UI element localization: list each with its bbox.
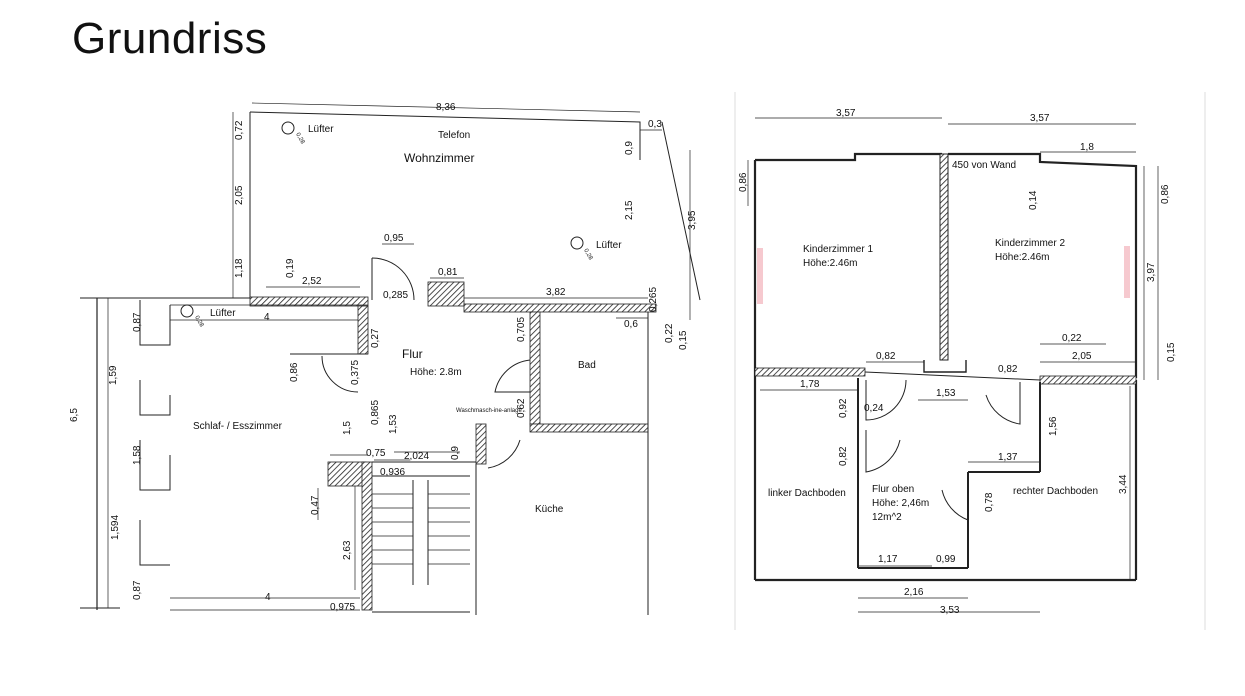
dim-label: 0,78 [984, 492, 995, 512]
dim-label: 3,57 [1030, 113, 1050, 124]
dim-label: 0,47 [310, 495, 321, 515]
wall-hatch [249, 296, 369, 307]
dim-label: 2,05 [234, 185, 245, 205]
dim-label: 0,705 [516, 317, 527, 342]
flur-oben-height: Höhe: 2,46m [872, 498, 929, 509]
dim-label: 4 [264, 312, 270, 323]
dim-label: 0,75 [366, 448, 386, 459]
chimney-hatch [427, 281, 465, 307]
dim-label: 2,16 [904, 587, 924, 598]
dim-label: 0,865 [370, 400, 381, 425]
dim-label: 1,18 [234, 258, 245, 278]
dim-label: 0,15 [678, 330, 689, 350]
dim-label: 1,58 [132, 445, 143, 465]
dim-label: 2,05 [1072, 351, 1092, 362]
dim-label: 1,594 [110, 515, 121, 540]
dim-label: 0,936 [380, 467, 405, 478]
dim-label: 0,87 [132, 312, 143, 332]
room-kinderzimmer-2: Kinderzimmer 2 [995, 238, 1065, 249]
dim-label: 1,17 [878, 554, 898, 565]
room-rechter-dachboden: rechter Dachboden [1013, 486, 1098, 497]
dim-label: 0,28 [193, 315, 204, 329]
dim-label: 0,6 [624, 319, 638, 330]
dim-label: 6,5 [69, 408, 80, 422]
dim-label: 1,5 [342, 421, 353, 435]
label-luefter-1: Lüfter [308, 124, 334, 135]
dim-label: 1,37 [998, 452, 1018, 463]
flur-oben-area: 12m^2 [872, 512, 902, 523]
dim-label: 0,82 [876, 351, 896, 362]
dim-label: 3,53 [940, 605, 960, 616]
dim-label: 0,24 [864, 403, 884, 414]
dim-label: 3,82 [546, 287, 566, 298]
dim-label: 1,53 [936, 388, 956, 399]
dim-label: 0,19 [285, 258, 296, 278]
dim-label: 3,57 [836, 108, 856, 119]
room-wohnzimmer: Wohnzimmer [404, 151, 474, 165]
room-schlaf-esszimmer: Schlaf- / Esszimmer [193, 421, 283, 432]
dim-label: 2,52 [302, 276, 322, 287]
dim-label: 0,9 [624, 141, 635, 155]
dim-label: 2,15 [624, 200, 635, 220]
left-floor-plan [80, 102, 701, 615]
dim-label: 0,14 [1028, 190, 1039, 210]
dim-label: 0,86 [289, 362, 300, 382]
room-kinderzimmer-1: Kinderzimmer 1 [803, 244, 873, 255]
flur-height: Höhe: 2.8m [410, 367, 462, 378]
dim-label: 3,95 [687, 210, 698, 230]
dim-label: 1,56 [1048, 416, 1059, 436]
room-kueche: Küche [535, 504, 564, 515]
kinderzimmer-1-height: Höhe:2.46m [803, 258, 857, 269]
right-plan-text: Kinderzimmer 1 Höhe:2.46m Kinderzimmer 2… [738, 108, 1177, 616]
dim-top-width: 8,36 [436, 102, 456, 113]
dim-label: 0,285 [383, 290, 408, 301]
dim-label: 0,375 [350, 360, 361, 385]
dim-label: 1,53 [388, 414, 399, 434]
room-bad: Bad [578, 360, 596, 371]
dim-label: 1,78 [800, 379, 820, 390]
dim-label: 0,22 [1062, 333, 1082, 344]
dim-label: 0,22 [664, 323, 675, 343]
dim-label: 0,87 [132, 580, 143, 600]
dim-label: 2,63 [342, 540, 353, 560]
dim-label: 3,44 [1118, 474, 1129, 494]
dim-label: 2,024 [404, 451, 429, 462]
dim-label: 0,81 [438, 267, 458, 278]
dim-label: 0,15 [1166, 342, 1177, 362]
dim-label: 0,27 [370, 328, 381, 348]
label-450-von-wand: 450 von Wand [952, 160, 1016, 171]
dim-label: 0,28 [582, 248, 593, 262]
kinderzimmer-2-height: Höhe:2.46m [995, 252, 1049, 263]
dim-label: 0,86 [738, 172, 749, 192]
right-floor-plan [734, 92, 1206, 630]
label-waschmaschine: Waschmasch-ine-anlage [456, 408, 522, 414]
dim-label: 0,82 [838, 446, 849, 466]
dim-label: 0,95 [384, 233, 404, 244]
label-luefter-2: Lüfter [596, 240, 622, 251]
dim-label: 0,265 [648, 287, 659, 312]
dim-label: 0,92 [838, 398, 849, 418]
dim-label: 0,975 [330, 602, 355, 613]
dim-label: 1,59 [108, 365, 119, 385]
label-telefon: Telefon [438, 130, 470, 141]
dim-label: 0,72 [234, 120, 245, 140]
dim-label: 0,82 [998, 364, 1018, 375]
room-flur: Flur [402, 347, 423, 361]
dim-label: 0,99 [936, 554, 956, 565]
dim-label: 0,28 [294, 132, 305, 146]
room-linker-dachboden: linker Dachboden [768, 488, 846, 499]
dim-label: 1,8 [1080, 142, 1094, 153]
page-title: Grundriss [72, 14, 268, 63]
left-plan-text: Wohnzimmer Flur Höhe: 2.8m Bad Küche Sch… [69, 102, 698, 613]
dim-label: 0,9 [450, 446, 461, 460]
label-luefter-3: Lüfter [210, 308, 236, 319]
dim-label: 0,86 [1160, 184, 1171, 204]
dim-label: 4 [265, 592, 271, 603]
dim-label: 0,62 [516, 398, 527, 418]
room-flur-oben: Flur oben [872, 484, 914, 495]
dim-label: 0,3 [648, 119, 662, 130]
dim-label: 3,97 [1146, 262, 1157, 282]
